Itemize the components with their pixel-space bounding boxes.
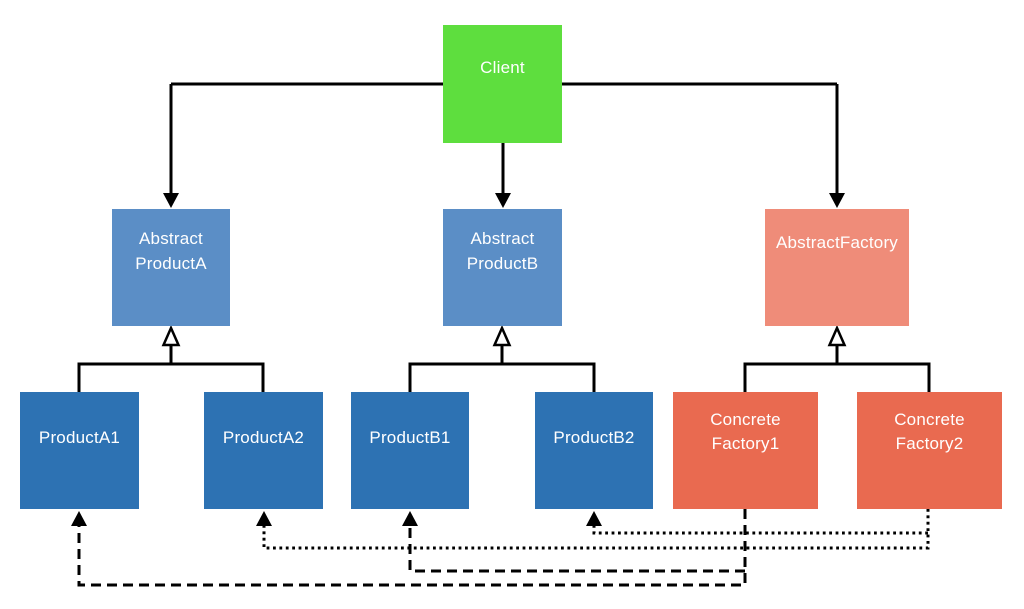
node-product-b1-label: ProductB1 (369, 428, 451, 447)
node-concrete-factory-2-label: Concrete Factory2 (894, 410, 965, 453)
arrowhead-down-icon (163, 193, 179, 208)
node-product-b2: ProductB2 (535, 392, 653, 509)
node-product-b2-label: ProductB2 (553, 428, 635, 447)
edge-factory2-creates-product-b2 (586, 511, 928, 535)
node-product-a2-label: ProductA2 (222, 428, 305, 447)
edge-inherit-product-b (408, 324, 596, 392)
arrowhead-up-icon (586, 511, 602, 526)
edge-inherit-factory (743, 324, 931, 392)
edge-client-uses-abstract-product-b (495, 143, 511, 208)
edge-client-uses-abstract-product-a (163, 82, 443, 208)
edge-factory2-creates-product-a2 (256, 509, 930, 550)
node-abstract-product-a: Abstract ProductA (112, 209, 230, 326)
node-concrete-factory-1: Concrete Factory1 (673, 392, 818, 509)
node-product-a2: ProductA2 (204, 392, 323, 509)
node-concrete-factory-1-label: Concrete Factory1 (710, 410, 781, 453)
inheritance-arrowhead-icon (827, 324, 847, 347)
edge-factory1-creates-product-b1 (402, 511, 745, 573)
arrowhead-down-icon (829, 193, 845, 208)
edge-inherit-product-a (77, 324, 265, 392)
edge-client-uses-abstract-factory (562, 82, 845, 208)
node-concrete-factory-2: Concrete Factory2 (857, 392, 1002, 509)
node-product-a1-label: ProductA1 (38, 428, 121, 447)
node-product-b1: ProductB1 (351, 392, 469, 509)
node-product-a1: ProductA1 (20, 392, 139, 509)
arrowhead-up-icon (256, 511, 272, 526)
node-abstract-factory: AbstractFactory (765, 209, 909, 326)
node-abstract-factory-label: AbstractFactory (775, 233, 899, 252)
inheritance-arrowhead-icon (161, 324, 181, 347)
arrowhead-down-icon (495, 193, 511, 208)
node-abstract-product-b-label: Abstract ProductB (466, 229, 539, 273)
node-abstract-product-b: Abstract ProductB (443, 209, 562, 326)
node-client: Client (443, 25, 562, 143)
node-abstract-product-a-label: Abstract ProductA (135, 229, 207, 273)
inheritance-arrowhead-icon (492, 324, 512, 347)
arrowhead-up-icon (71, 511, 87, 526)
arrowhead-up-icon (402, 511, 418, 526)
edge-factory1-creates-product-a1 (71, 509, 747, 587)
node-client-label: Client (480, 58, 525, 77)
